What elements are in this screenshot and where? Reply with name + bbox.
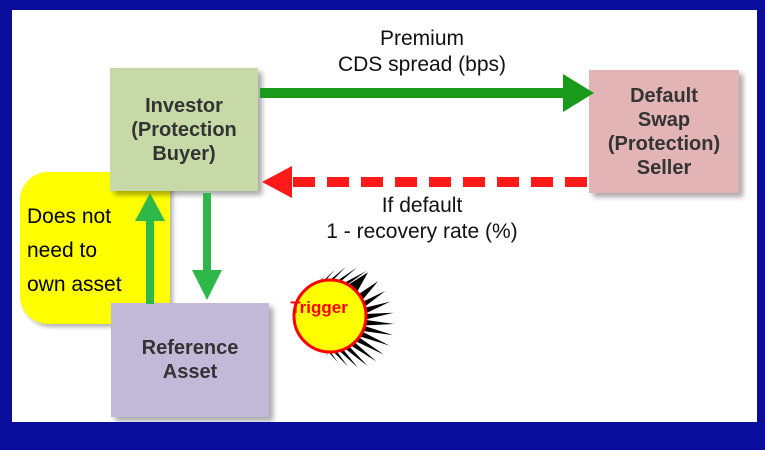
premium-line-2: CDS spread (bps) [337,53,507,76]
reference-line-2: Asset [162,361,218,383]
note-line-1: Does not [27,205,112,228]
default-line-1: If default [381,194,463,217]
reference-asset-box: Reference Asset [111,303,269,417]
default-payment-label: If default 1 - recovery rate (%) [297,193,547,245]
seller-box: Default Swap (Protection) Seller [589,70,739,193]
seller-line-4: Seller [636,156,692,179]
default-payment-arrow [262,166,587,198]
arrows-layer [135,74,594,368]
investor-line-3: Buyer) [152,142,216,165]
investor-box: Investor (Protection Buyer) [110,68,258,191]
trigger-label: Trigger [290,298,348,317]
note-line-3: own asset [27,273,122,296]
premium-line-1: Premium [379,27,464,50]
seller-line-3: (Protection) [607,132,721,155]
investor-line-1: Investor [145,94,223,117]
note-line-2: need to [27,239,98,262]
reference-line-1: Reference [141,337,239,359]
seller-line-2: Swap [637,108,691,131]
investor-to-reference-arrow [192,193,222,300]
trigger-starburst [292,266,395,368]
ownership-note-text: Does not need to own asset [27,200,122,302]
diagram-canvas: Does not need to own asset Investor (Pro… [12,10,757,422]
premium-arrow [260,74,594,112]
ownership-note-box [20,172,170,324]
default-line-2: 1 - recovery rate (%) [326,220,518,243]
premium-label: Premium CDS spread (bps) [312,26,532,78]
note-to-investor-arrow [135,193,165,304]
investor-line-2: (Protection [131,118,237,141]
seller-line-1: Default [630,84,698,107]
